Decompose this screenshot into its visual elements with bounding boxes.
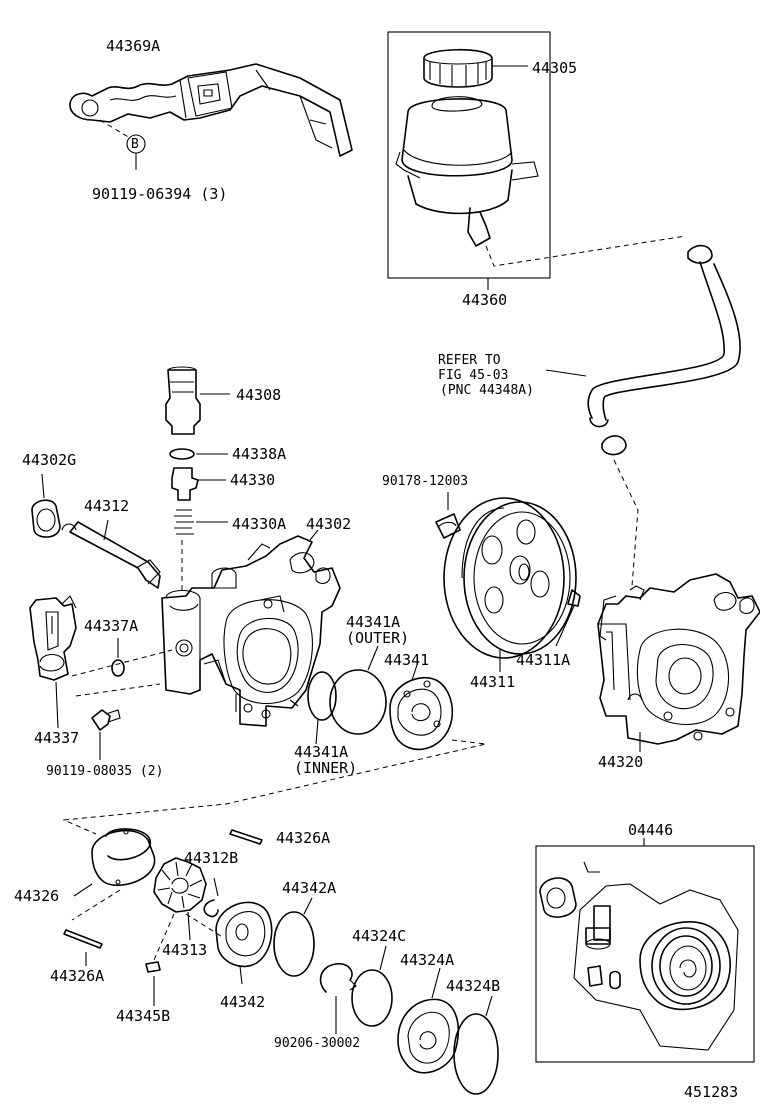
part-label-90119-06394: 90119-06394 (3): [92, 185, 228, 203]
orings-44341A-drawing: [307, 645, 387, 745]
part-label-90206-30002: 90206-30002: [274, 1036, 361, 1051]
bracket-44369A-drawing: [69, 63, 353, 170]
part-label-44326: 44326: [14, 887, 60, 905]
part-label-44313: 44313: [162, 941, 208, 959]
part-label-44360: 44360: [462, 291, 508, 309]
cam-ring-44341-drawing: [62, 661, 487, 835]
refer-note-line2: FIG 45-03: [438, 368, 509, 383]
part-label-90119-08035: 90119-08035 (2): [46, 764, 164, 779]
part-label-44312: 44312: [84, 497, 130, 515]
valve-stack-drawing: [165, 366, 230, 590]
part-label-44324C: 44324C: [352, 927, 407, 945]
part-label-44326A-bottom: 44326A: [50, 967, 105, 985]
part-label-44312B: 44312B: [184, 849, 239, 867]
seal-shaft-drawing: [31, 473, 161, 589]
refer-note-line1: REFER TO: [438, 353, 501, 368]
part-label-44341A-outer: 44341A: [346, 613, 401, 631]
part-label-44337A: 44337A: [84, 617, 139, 635]
outer-note: (OUTER): [346, 629, 410, 647]
gasket-kit-frame: [535, 845, 755, 1063]
reservoir-group-frame: [387, 31, 551, 279]
part-label-44324A: 44324A: [400, 951, 455, 969]
callout-b: B: [131, 137, 139, 152]
part-label-44324B: 44324B: [446, 977, 501, 995]
part-label-04446: 04446: [628, 821, 674, 839]
rotor-parts-drawing: [63, 828, 499, 1095]
part-label-44302: 44302: [306, 515, 352, 533]
diagram-number: 451283: [684, 1083, 739, 1101]
part-label-44341: 44341: [384, 651, 430, 669]
pulley-44311-drawing: [435, 492, 581, 672]
part-label-44345B: 44345B: [116, 1007, 171, 1025]
part-label-44330A: 44330A: [232, 515, 287, 533]
part-label-44302G: 44302G: [22, 451, 77, 469]
part-label-44326A-top: 44326A: [276, 829, 331, 847]
inner-note: (INNER): [294, 759, 358, 777]
pump-assy-44320-drawing: [597, 573, 760, 752]
part-label-44342: 44342: [220, 993, 266, 1011]
part-label-44308: 44308: [236, 386, 282, 404]
part-label-44311A: 44311A: [516, 651, 571, 669]
union-44337-drawing: [29, 595, 173, 760]
refer-note-line3: (PNC 44348A): [440, 383, 534, 398]
part-label-44330: 44330: [230, 471, 276, 489]
part-label-44338A: 44338A: [232, 445, 287, 463]
pump-body-44302-drawing: [161, 529, 341, 727]
hose-44348A-drawing: [545, 244, 741, 587]
part-label-44337: 44337: [34, 729, 80, 747]
part-label-44320: 44320: [598, 753, 644, 771]
part-label-44342A: 44342A: [282, 879, 337, 897]
part-label-90178-12003: 90178-12003: [382, 474, 469, 489]
part-label-44305: 44305: [532, 59, 578, 77]
gasket-kit-04446-drawing: [539, 838, 739, 1051]
part-label-44341A-inner: 44341A: [294, 743, 349, 761]
part-label-44369A: 44369A: [106, 37, 161, 55]
reservoir-44360-drawing: [395, 48, 687, 290]
part-label-44311: 44311: [470, 673, 516, 691]
